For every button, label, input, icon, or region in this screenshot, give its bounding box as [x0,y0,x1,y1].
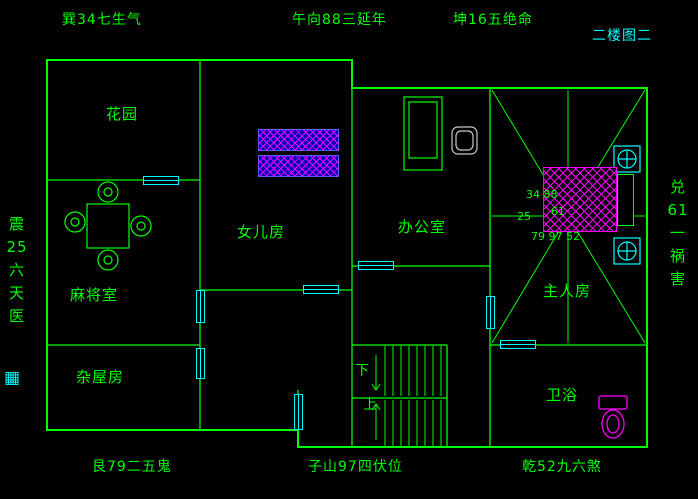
room-label-master: 主人房 [543,282,592,300]
room-label-mahjong: 麻将室 [70,286,119,304]
edge-label-top-left: 巽34七生气 [62,12,142,28]
daughter-bed-bottom [258,155,339,177]
room-label-storage: 杂屋房 [76,368,125,386]
door-marker-daughter [303,285,339,294]
door-marker-bath [500,340,536,349]
door-marker-garden [143,176,179,185]
edge-label-left: 震 25 六 天 医 [6,215,28,325]
star-numbers-bottom: 79 97 52 [531,230,580,243]
master-bed [543,167,617,232]
edge-label-top-right: 坤16五绝命 [453,12,533,28]
master-bed-pillow [617,174,634,226]
stairs-up-label: 上 [363,397,378,413]
wall-fan-icon [613,145,641,265]
room-label-daughter: 女儿房 [237,223,286,241]
door-marker-master [486,296,495,329]
star-numbers-top: 34 88 [526,188,558,201]
daughter-bed-top [258,129,339,151]
door-marker-mahjong [196,290,205,323]
left-edge-marker-icon: ▦ [4,368,21,388]
edge-label-bottom-center: 子山97四伏位 [308,459,403,475]
toilet-icon [598,395,628,439]
edge-label-top-center: 午向88三延年 [292,12,387,28]
office-desk-icon [403,96,443,171]
edge-label-bottom-left: 艮79二五鬼 [92,459,172,475]
interior-walls [47,60,647,447]
door-marker-hall [294,394,303,430]
mahjong-table-icon [64,181,152,271]
star-number-right: 61 [551,205,565,218]
office-chair-icon [451,126,478,155]
stairs-up-arrow [371,403,381,440]
staircase [371,346,442,446]
room-label-garden: 花园 [106,105,139,123]
sheet-title: 二楼图二 [592,28,652,44]
stairs-down-label: 下 [355,363,370,379]
room-label-office: 办公室 [398,218,447,236]
edge-label-bottom-right: 乾52九六煞 [522,459,602,475]
stairs-down-arrow [371,355,381,391]
star-number-left: 25 [517,210,531,223]
door-marker-office [358,261,394,270]
room-label-bath: 卫浴 [546,386,579,404]
door-marker-storage [196,348,205,379]
edge-label-right: 兑 61 一 祸 害 [667,178,689,288]
